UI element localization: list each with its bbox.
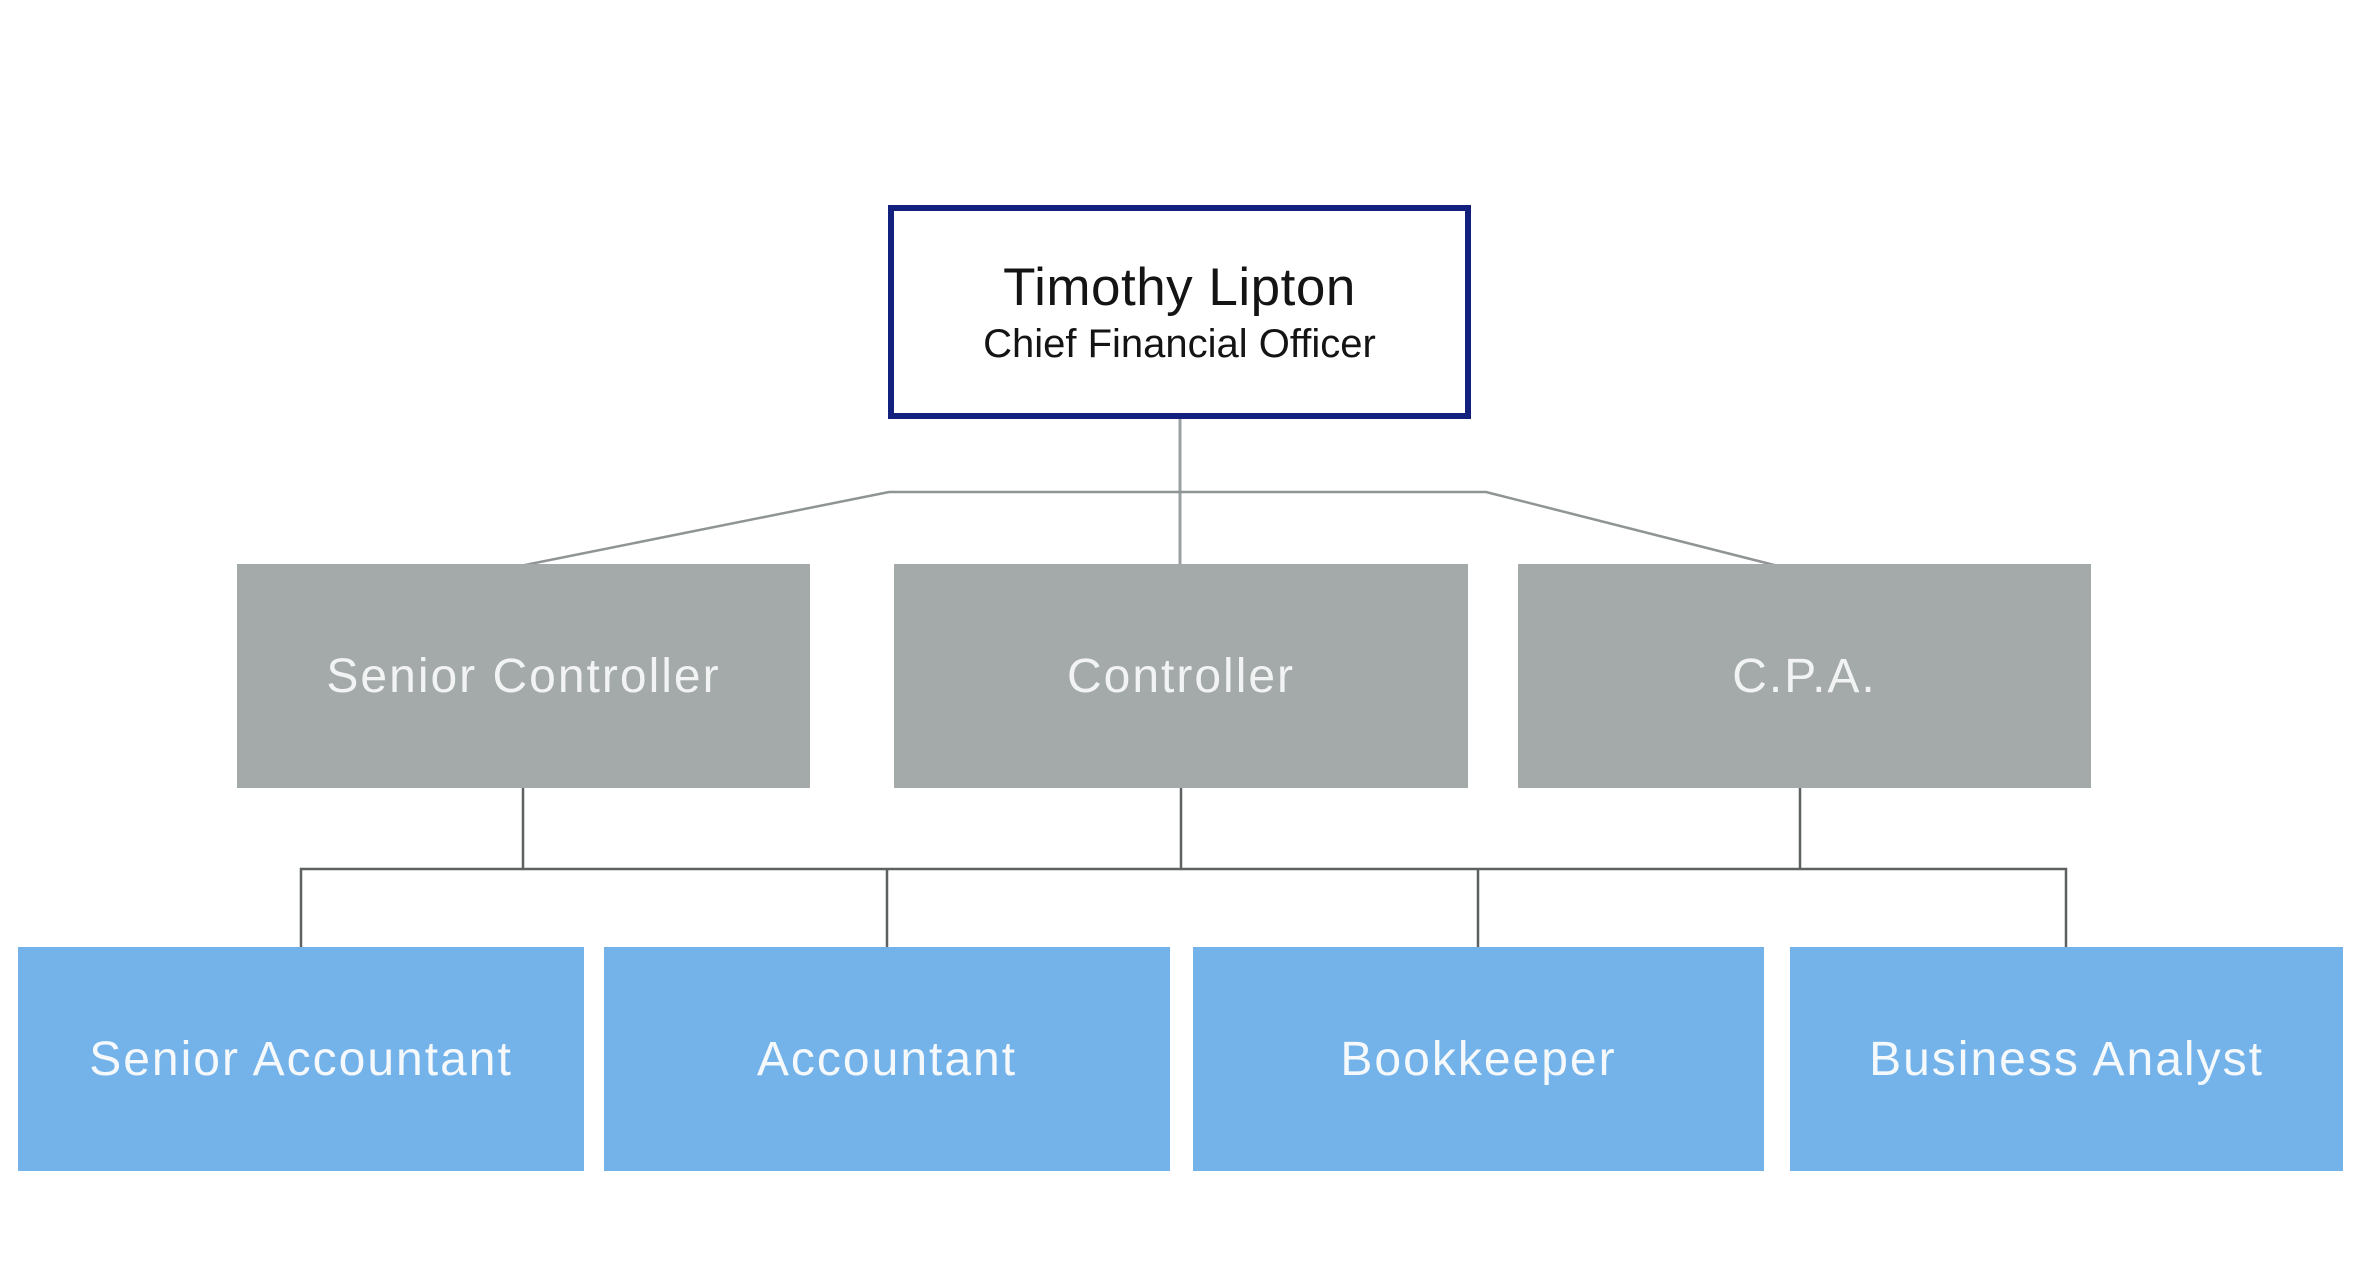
node-label: Senior Accountant	[89, 1032, 513, 1086]
org-node-senior-controller[interactable]: Senior Controller	[237, 564, 810, 788]
org-node-bookkeeper[interactable]: Bookkeeper	[1193, 947, 1764, 1171]
cfo-title: Chief Financial Officer	[983, 321, 1376, 366]
org-node-controller[interactable]: Controller	[894, 564, 1468, 788]
org-node-cfo[interactable]: Timothy Lipton Chief Financial Officer	[888, 205, 1471, 419]
node-label: Business Analyst	[1869, 1032, 2264, 1086]
org-node-accountant[interactable]: Accountant	[604, 947, 1170, 1171]
node-label: Senior Controller	[326, 649, 721, 703]
node-label: Accountant	[756, 1032, 1018, 1086]
connector-upper-bus	[519, 490, 1779, 568]
org-node-cpa[interactable]: C.P.A.	[1518, 564, 2091, 788]
connector-lower-bus	[299, 867, 2068, 948]
org-node-senior-accountant[interactable]: Senior Accountant	[18, 947, 584, 1171]
cfo-name: Timothy Lipton	[1003, 258, 1356, 318]
node-label: Bookkeeper	[1340, 1032, 1617, 1086]
org-node-business-analyst[interactable]: Business Analyst	[1790, 947, 2343, 1171]
node-label: Controller	[1066, 649, 1296, 703]
node-label: C.P.A.	[1732, 649, 1877, 703]
